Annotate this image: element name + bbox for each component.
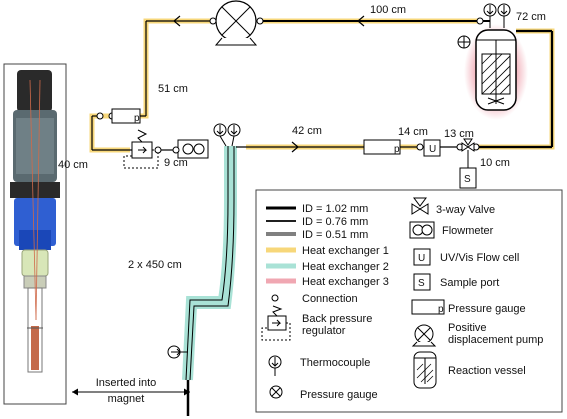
gauge-p-1: p	[134, 113, 140, 124]
len-13: 13 cm	[444, 128, 474, 140]
legend-tube-3: ID = 0.51 mm	[302, 229, 368, 241]
legend-valve: 3-way Valve	[436, 204, 495, 216]
legend-tube-1: ID = 1.02 mm	[302, 203, 368, 215]
len-top: 100 cm	[370, 4, 406, 16]
legend-pressure-gauge-round: Pressure gauge	[300, 389, 378, 401]
flowmeter	[172, 139, 209, 159]
legend-sample: Sample port	[440, 277, 499, 289]
legend-uv: UV/Vis Flow cell	[440, 252, 519, 264]
legend-vessel-icon	[413, 351, 437, 389]
uv-cell: U	[423, 139, 441, 157]
three-way-valves	[416, 138, 480, 152]
legend-pump-icon	[411, 324, 437, 347]
magnet-arrow: Inserted into magnet	[72, 377, 190, 405]
len-mid: 42 cm	[292, 125, 322, 137]
legend-tube-2: ID = 0.76 mm	[302, 216, 368, 228]
gauge-p-2: p	[394, 144, 400, 155]
legend-vessel: Reaction vessel	[448, 365, 526, 377]
sample-port: S	[459, 167, 477, 189]
len-coil: 2 x 450 cm	[128, 259, 182, 271]
thermocouples-top	[483, 3, 511, 28]
len-9: 9 cm	[164, 157, 188, 169]
box-pressure-gauges: p p	[111, 108, 401, 155]
uv-symbol: U	[429, 144, 436, 155]
legend-gauge-p: p	[438, 304, 444, 315]
len-right-mid: 14 cm	[398, 126, 428, 138]
reaction-vessel	[475, 29, 517, 111]
legend-pump-2: displacement pump	[448, 334, 543, 346]
tubing	[91, 20, 554, 416]
legend-sample-symbol: S	[418, 278, 425, 289]
legend-hx3: Heat exchanger 3	[302, 276, 389, 288]
magnet-label-1: Inserted into	[96, 377, 157, 389]
thermocouple-coil	[167, 345, 188, 359]
len-40: 40 cm	[58, 159, 88, 171]
legend-thermocouple: Thermocouple	[300, 357, 370, 369]
pump	[214, 0, 258, 46]
legend-connection: Connection	[302, 293, 358, 305]
legend-flowmeter-icon	[409, 221, 435, 239]
len-10: 10 cm	[480, 157, 510, 169]
connection-dots	[96, 17, 484, 120]
legend-hx1: Heat exchanger 1	[302, 245, 389, 257]
probe-panel	[3, 63, 67, 405]
flow-arrows	[173, 15, 365, 153]
magnet-label-2: magnet	[108, 393, 145, 405]
len-left-vertical: 51 cm	[158, 83, 188, 95]
legend-hx2: Heat exchanger 2	[302, 261, 389, 273]
thermocouples-mid	[213, 123, 241, 147]
legend-uv-symbol: U	[418, 253, 425, 264]
legend-pressure-gauge-box: Pressure gauge	[448, 303, 526, 315]
legend-flowmeter: Flowmeter	[442, 225, 494, 237]
legend: ID = 1.02 mm ID = 0.76 mm ID = 0.51 mm H…	[255, 189, 563, 413]
sample-symbol: S	[464, 174, 471, 185]
legend-pump-1: Positive	[448, 322, 487, 334]
pressure-gauge-vessel	[457, 35, 471, 49]
len-right-top: 72 cm	[516, 11, 546, 23]
legend-valve-icon	[411, 197, 429, 215]
legend-bpr-1: Back pressure	[302, 313, 372, 325]
hx2-coil	[182, 146, 237, 381]
legend-bpr-2: regulator	[302, 325, 346, 337]
back-pressure-regulator	[123, 129, 162, 169]
